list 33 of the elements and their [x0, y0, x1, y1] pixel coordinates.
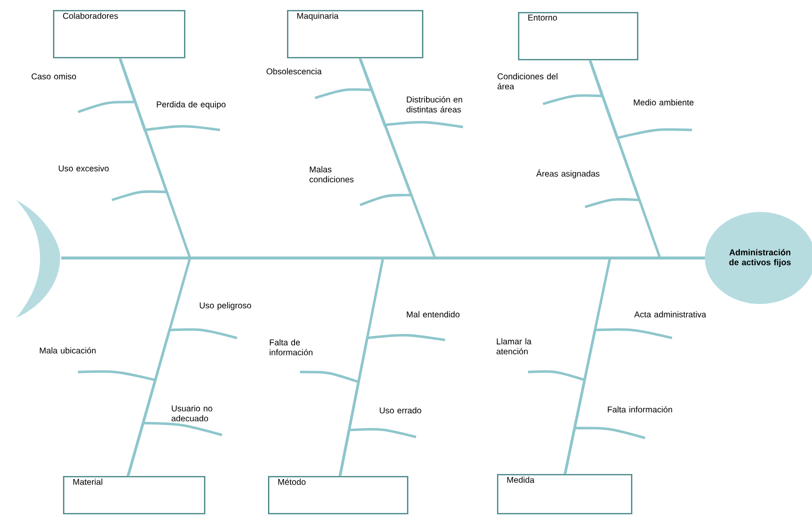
rib-line — [112, 58, 168, 202]
cause-label: Usuario no adecuado — [172, 405, 212, 422]
cause-label: Uso peligroso — [200, 302, 252, 310]
category-box: Medida — [497, 474, 632, 514]
rib-line — [358, 58, 412, 206]
cause-label: Malas condiciones — [310, 166, 354, 182]
cause-label: Mal entendido — [406, 311, 460, 318]
cause-label: Obsolescencia — [266, 68, 322, 74]
cause-label: Condiciones del área — [498, 73, 558, 90]
rib-line — [126, 422, 222, 476]
rib-line — [584, 60, 641, 208]
category-box: Maquinaria — [287, 10, 424, 58]
rib-line — [564, 426, 646, 474]
cause-label: Caso omiso — [32, 73, 76, 80]
category-box: Colaboradores — [53, 10, 186, 58]
fish-tail — [16, 200, 60, 318]
cause-label: Falta de información — [270, 339, 312, 356]
cause-label: Falta información — [608, 406, 672, 412]
cause-label: Llamar la atención — [496, 338, 532, 354]
category-box: Entorno — [518, 12, 638, 60]
spine-line — [61, 256, 705, 260]
rib-line — [338, 428, 416, 476]
cause-label: Acta administrativa — [634, 311, 706, 318]
cause-label: Perdida de equipo — [156, 101, 226, 110]
cause-label: Áreas asignadas — [536, 169, 600, 178]
category-box: Material — [63, 476, 206, 514]
cause-label: Mala ubicación — [40, 347, 96, 354]
cause-label: Uso excesivo — [58, 165, 109, 172]
cause-label: Distribución en distintas áreas — [406, 96, 462, 112]
cause-label: Medio ambiente — [634, 99, 694, 106]
fish-head: Administración de activos fijos — [704, 212, 812, 304]
category-box: Método — [268, 476, 408, 514]
cause-label: Uso errado — [380, 407, 422, 414]
